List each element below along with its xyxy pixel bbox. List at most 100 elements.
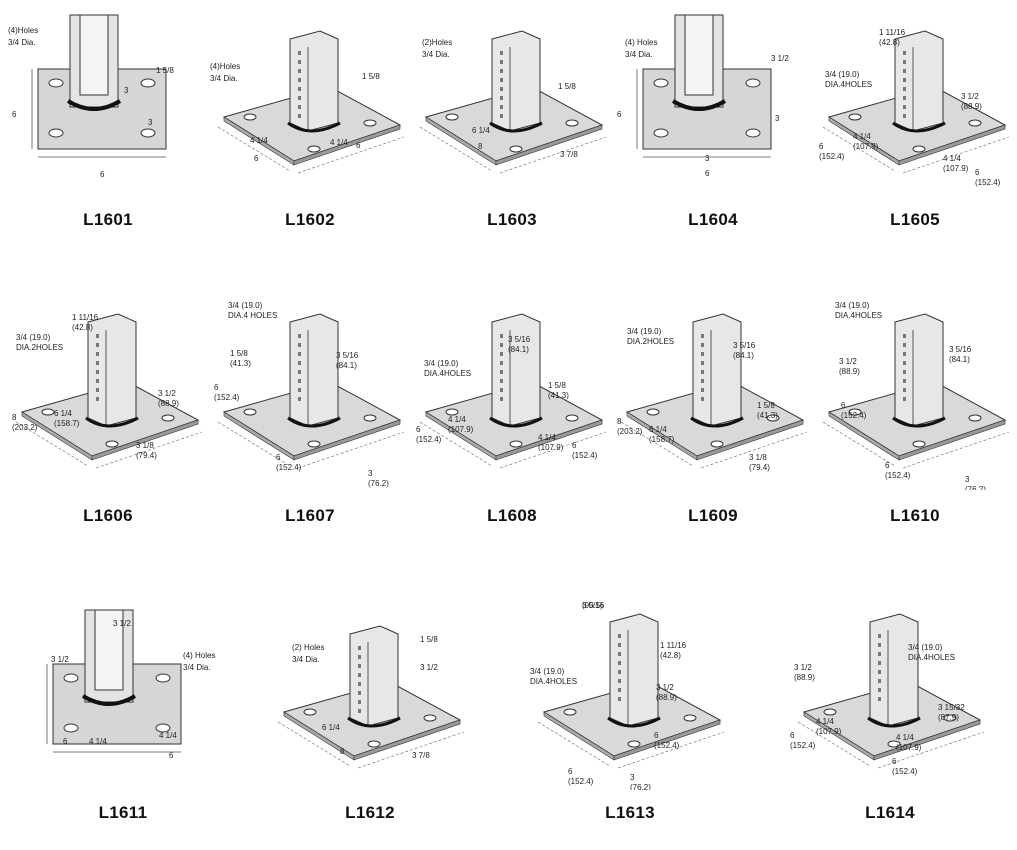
- dimension-callout: 3 5/16: [949, 345, 972, 354]
- dimension-callout: 1 5/8: [558, 82, 576, 91]
- dimension-callout: 3/4 Dia.: [210, 74, 238, 83]
- dimension-callout: 6: [12, 110, 17, 119]
- dimension-callout: 6: [841, 401, 846, 410]
- dimension-callout: (76.2): [630, 783, 651, 790]
- dimension-callout: DIA.2HOLES: [627, 337, 674, 346]
- base-fitting-drawing: 3 5/16(90.5)1 11/16(42.8)3/4 (19.0)DIA.4…: [530, 601, 725, 790]
- hole: [307, 440, 321, 448]
- product-code: L1602: [285, 210, 335, 229]
- dimension-callout: 3: [965, 475, 970, 484]
- hole: [848, 113, 862, 121]
- weld: [287, 416, 341, 428]
- dimension-callout: (107.9): [853, 142, 879, 151]
- dimension-callout: (203.2): [12, 423, 38, 432]
- hole: [48, 128, 64, 138]
- dimension-callout: 3/4 (19.0): [908, 643, 943, 652]
- dimension-callout: (4) Holes: [183, 651, 215, 660]
- dimension-callout: 3 1/8: [749, 453, 767, 462]
- weld: [489, 121, 543, 133]
- hole: [63, 723, 79, 733]
- dimension-callout: (152.4): [416, 435, 442, 444]
- product-code: L1608: [487, 506, 537, 525]
- hole: [653, 128, 669, 138]
- dimension-callout: (158.7): [649, 435, 675, 444]
- dimension-callout: 4 1/4: [816, 717, 834, 726]
- weld: [81, 694, 137, 706]
- weld: [347, 716, 401, 728]
- hole: [943, 714, 957, 722]
- dimension-callout: 3/4 Dia.: [183, 663, 211, 672]
- dimension-callout: (152.4): [892, 767, 918, 776]
- dimension-callout: 3/4 Dia.: [422, 50, 450, 59]
- dimension-callout: 3 1/2: [839, 357, 857, 366]
- dimension-callout: (152.4): [841, 411, 867, 420]
- dimension-callout: (152.4): [654, 741, 680, 750]
- product-code: L1604: [688, 210, 738, 229]
- hole: [646, 408, 660, 416]
- dimension-callout: 3/4 (19.0): [530, 667, 565, 676]
- hole: [48, 78, 64, 88]
- channel-post: [491, 313, 541, 427]
- dimension-callout: 8: [478, 142, 483, 151]
- dimension-callout: DIA.4HOLES: [908, 653, 955, 662]
- channel-post: [87, 313, 137, 427]
- hole: [745, 128, 761, 138]
- hole: [41, 408, 55, 416]
- dimension-callout: 3 5/16: [508, 335, 531, 344]
- dimension-callout: 6: [100, 170, 105, 179]
- product-code: L1610: [890, 506, 940, 525]
- dimension-callout: 3 15/32: [938, 703, 965, 712]
- hole: [161, 414, 175, 422]
- dimension-callout: 6: [169, 751, 174, 760]
- weld: [287, 121, 341, 133]
- dimension-callout: 3: [124, 86, 129, 95]
- hole: [565, 414, 579, 422]
- dimension-callout: 3: [775, 114, 780, 123]
- dimension-callout: 8: [12, 413, 17, 422]
- dimension-callout: 3/4 (19.0): [825, 70, 860, 79]
- dimension-callout: (4) Holes: [625, 38, 657, 47]
- dimension-callout: (152.4): [819, 152, 845, 161]
- dimension-callout: 6: [63, 737, 68, 746]
- dimension-callout: 6: [568, 767, 573, 776]
- weld: [892, 416, 946, 428]
- dimension-callout: (107.9): [448, 425, 474, 434]
- dimension-callout: (2)Holes: [422, 38, 452, 47]
- dimension-callout: (41.3): [757, 411, 778, 420]
- hole: [627, 740, 641, 748]
- dimension-callout: DIA.4 HOLES: [228, 311, 277, 320]
- dimension-callout: 3: [705, 154, 710, 163]
- dimension-callout: 4 1/4: [853, 132, 871, 141]
- dimension-callout: 6: [975, 168, 980, 177]
- dimension-callout: 3 5/16: [336, 351, 359, 360]
- dimension-callout: 6: [572, 441, 577, 450]
- dimension-callout: (79.4): [136, 451, 157, 460]
- dimension-callout: 3 1/2: [51, 655, 69, 664]
- dimension-callout: DIA.4HOLES: [835, 311, 882, 320]
- dimension-callout: (42.8): [879, 38, 900, 47]
- hole: [848, 408, 862, 416]
- dimension-callout: 6 1/4: [649, 425, 667, 434]
- hole: [423, 714, 437, 722]
- channel-post: [894, 313, 944, 427]
- dimension-callout: 6: [790, 731, 795, 740]
- dimension-callout: 3 7/8: [560, 150, 578, 159]
- dimension-callout: 6: [617, 110, 622, 119]
- dimension-callout: 6 1/4: [322, 723, 340, 732]
- dimension-callout: (84.1): [949, 355, 970, 364]
- dimension-callout: 3: [148, 118, 153, 127]
- hole: [710, 440, 724, 448]
- hole: [887, 740, 901, 748]
- dimension-callout: (152.4): [572, 451, 598, 460]
- product-code: L1612: [345, 803, 395, 822]
- dimension-callout: 3 1/2: [656, 683, 674, 692]
- dimension-callout: 4 1/4: [330, 138, 348, 147]
- hole: [140, 78, 156, 88]
- dimension-callout: (203.2): [617, 427, 643, 436]
- dimension-callout: (88.9): [961, 102, 982, 111]
